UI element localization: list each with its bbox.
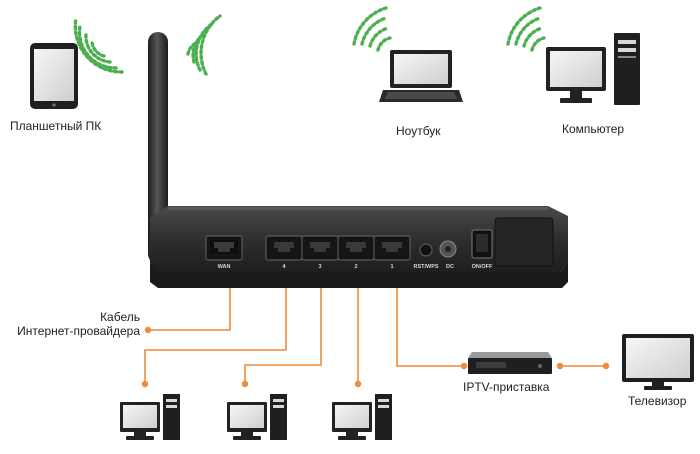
lan2-port-label: 2 — [354, 264, 357, 270]
isp-cable-label-line2: Интернет-провайдера — [17, 324, 140, 338]
lan-port-1 — [373, 235, 411, 261]
rst-wps-button — [419, 243, 433, 257]
wan-port-label: WAN — [218, 264, 231, 270]
cable-lan3 — [244, 272, 322, 383]
power-switch — [471, 229, 493, 259]
dc-label: DC — [446, 264, 454, 270]
desktop-computer-icon — [227, 394, 287, 440]
router: WAN 4 3 2 1 RST/WPS DC ON/OFF — [148, 32, 568, 288]
tv-icon — [622, 334, 694, 390]
cable-lan1 — [396, 272, 463, 367]
wifi-signals — [73, 6, 546, 76]
tv-label: Телевизор — [628, 394, 687, 408]
on-off-label: ON/OFF — [472, 264, 493, 270]
lan-port-4 — [265, 235, 303, 261]
lan-port-3 — [301, 235, 339, 261]
tablet-icon — [30, 43, 78, 109]
cable-wan — [150, 272, 231, 331]
tablet-label: Планшетный ПК — [10, 119, 102, 133]
desktop-computer-icon — [332, 394, 392, 440]
cable-lan4 — [144, 272, 287, 383]
computer-label: Компьютер — [562, 122, 625, 136]
wifi-signal-router-icon — [186, 14, 222, 76]
dc-jack — [439, 240, 457, 258]
desktop-computer-icon — [120, 394, 180, 440]
router-antenna — [148, 32, 168, 264]
cable-dots — [141, 326, 610, 388]
lan1-port-label: 1 — [390, 264, 393, 270]
isp-cable-label: Кабель Интернет-провайдера — [17, 310, 140, 338]
wifi-signal-computer-icon — [506, 6, 546, 52]
lan4-port-label: 4 — [282, 264, 286, 270]
wifi-signal-tablet-icon — [73, 16, 124, 74]
cables — [144, 272, 606, 383]
lan-port-2 — [337, 235, 375, 261]
laptop-label: Ноутбук — [396, 124, 441, 138]
set-top-box-icon — [468, 352, 552, 374]
desktop-computer-icon — [546, 33, 640, 105]
wan-port — [205, 235, 243, 261]
laptop-icon — [379, 50, 463, 102]
wifi-signal-laptop-icon — [352, 6, 392, 52]
rst-wps-label: RST/WPS — [413, 264, 438, 270]
isp-cable-label-line1: Кабель — [100, 310, 140, 324]
lan3-port-label: 3 — [318, 264, 321, 270]
iptv-label: IPTV-приставка — [463, 380, 550, 394]
